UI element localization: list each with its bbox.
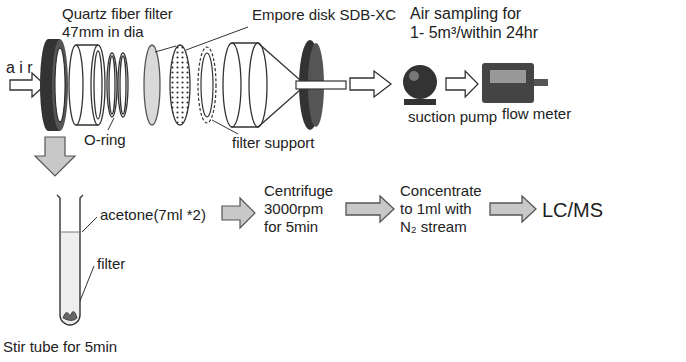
process-step: Centrifuge 3000rpm for 5min xyxy=(262,180,342,238)
note-label: Air sampling for 1- 5m³/within 24hr xyxy=(410,5,538,41)
illustration-part xyxy=(60,232,80,233)
illustration-part xyxy=(108,118,114,130)
layout-spacer xyxy=(530,4,560,22)
illustration-part xyxy=(201,53,213,117)
illustration-part xyxy=(186,27,248,50)
illustration-part xyxy=(52,39,68,131)
step-label: Stir tube for 5min xyxy=(3,338,117,355)
leader-line xyxy=(76,27,248,311)
part-label-box: acetone(7ml *2) xyxy=(100,206,206,224)
illustration-part xyxy=(57,195,83,325)
illustration-part xyxy=(232,43,300,127)
meter-outlet xyxy=(534,79,548,86)
inlet-cap xyxy=(40,39,68,131)
filter-support xyxy=(198,47,216,123)
illustration-part xyxy=(109,56,115,114)
illustration-part xyxy=(223,43,241,127)
flow-arrow xyxy=(350,71,391,97)
node-label: suction pump xyxy=(408,108,497,126)
part-label: acetone(7ml *2) xyxy=(100,206,206,223)
part-label: filter support xyxy=(232,134,315,151)
flow-meter-symbol xyxy=(482,63,534,103)
illustration-part xyxy=(91,45,105,125)
pump-base xyxy=(404,99,436,105)
outlet-funnel xyxy=(223,43,300,127)
part-label: Quartz fiber filter 47mm in dia xyxy=(62,5,173,40)
note-label-box: Air sampling for 1- 5m³/within 24hr xyxy=(410,4,560,42)
part-label-box: filter support xyxy=(232,134,315,152)
holder-cylinder xyxy=(69,45,105,125)
process-arrow xyxy=(35,137,75,176)
inlet-label: a i r xyxy=(6,59,33,76)
illustration-part xyxy=(249,43,267,127)
outlet-tube xyxy=(296,81,346,89)
illustration-part xyxy=(82,217,97,232)
stir-tube xyxy=(57,195,83,325)
part-label-box: Quartz fiber filter 47mm in dia xyxy=(62,5,192,41)
illustration-part xyxy=(94,51,102,119)
illustration-part xyxy=(198,47,216,123)
inlet-label-box: a i r xyxy=(6,58,33,77)
o-ring-symbol xyxy=(107,53,128,117)
flow-arrow xyxy=(346,196,394,222)
pump-symbol: suction pump xyxy=(398,62,442,106)
pump-symbol xyxy=(398,62,442,106)
air-arrow xyxy=(10,73,45,97)
step-label-box: Stir tube for 5min xyxy=(3,338,117,356)
step-text: Concentrate to 1ml with N₂ stream xyxy=(400,182,484,236)
meter-window xyxy=(490,70,526,83)
illustration-part xyxy=(118,53,128,117)
part-label: O-ring xyxy=(84,131,126,148)
illustration-part xyxy=(155,46,176,52)
quartz-filter xyxy=(144,45,160,125)
part-label: filter xyxy=(97,255,125,272)
step-text: Centrifuge 3000rpm for 5min xyxy=(264,182,340,236)
illustration-part xyxy=(60,232,80,325)
empore-disk xyxy=(170,45,190,125)
process-arrow xyxy=(222,198,255,228)
pump-highlight xyxy=(409,71,419,81)
illustration-part xyxy=(120,56,126,114)
illustration-part xyxy=(69,45,83,125)
part-label-box: Empore disk SDB-XC xyxy=(252,6,396,24)
illustration-part xyxy=(55,48,65,122)
part-label-box: filter xyxy=(97,255,125,273)
meter-body xyxy=(482,63,534,103)
illustration-part xyxy=(107,53,117,117)
part-label: Empore disk SDB-XC xyxy=(252,6,396,23)
pump-body xyxy=(403,65,437,99)
flow-arrow xyxy=(490,196,536,222)
flow-meter-symbol: flow meter xyxy=(482,63,534,103)
process-step: LC/MS xyxy=(540,196,605,224)
step-text: LC/MS xyxy=(542,198,603,222)
illustration-part xyxy=(212,120,238,134)
node-label: flow meter xyxy=(502,105,571,123)
illustration-part xyxy=(63,311,77,320)
flow-arrow xyxy=(446,71,478,97)
process-step: Concentrate to 1ml with N₂ stream xyxy=(398,180,486,238)
part-label-box: O-ring xyxy=(84,131,126,149)
